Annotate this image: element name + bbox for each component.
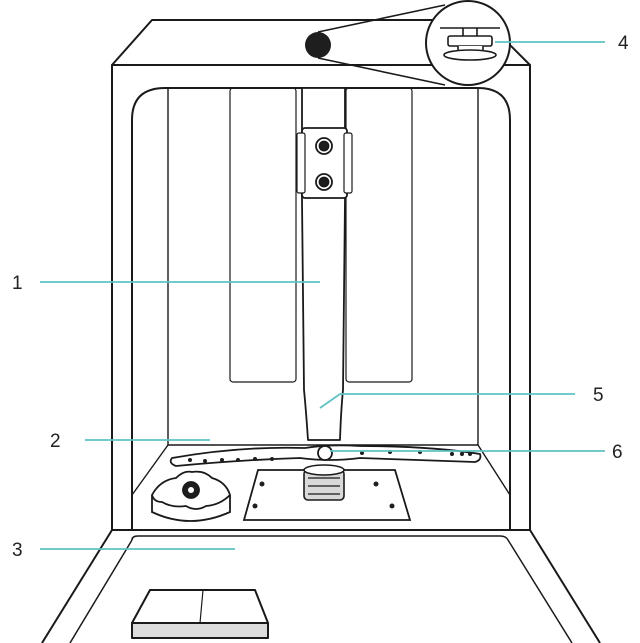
- callout-line-5: [319, 393, 341, 409]
- callout-number-2: 2: [50, 431, 61, 452]
- callout-number-3: 3: [12, 540, 23, 561]
- detergent-dispenser: [131, 589, 269, 639]
- door-inner-panel: [69, 535, 573, 643]
- callout-number-4: 4: [618, 33, 629, 54]
- lower-spray-arm: [169, 444, 482, 467]
- tub-floor-left: [131, 444, 169, 496]
- tub-back-panel: [167, 87, 479, 446]
- callout-lines: [40, 41, 605, 550]
- callout-number-1: 1: [12, 273, 23, 294]
- top-sensor: [305, 0, 511, 86]
- salt-container-cap: [151, 470, 232, 522]
- door-frame: [41, 529, 601, 643]
- tub-floor-right: [477, 444, 511, 496]
- back-recess-left: [229, 87, 297, 383]
- filter-cylinder: [303, 464, 345, 501]
- callout-number-6: 6: [612, 442, 623, 463]
- callout-number-5: 5: [593, 385, 604, 406]
- water-supply-duct: [296, 87, 353, 441]
- back-recess-right: [345, 87, 413, 383]
- door: [41, 529, 601, 643]
